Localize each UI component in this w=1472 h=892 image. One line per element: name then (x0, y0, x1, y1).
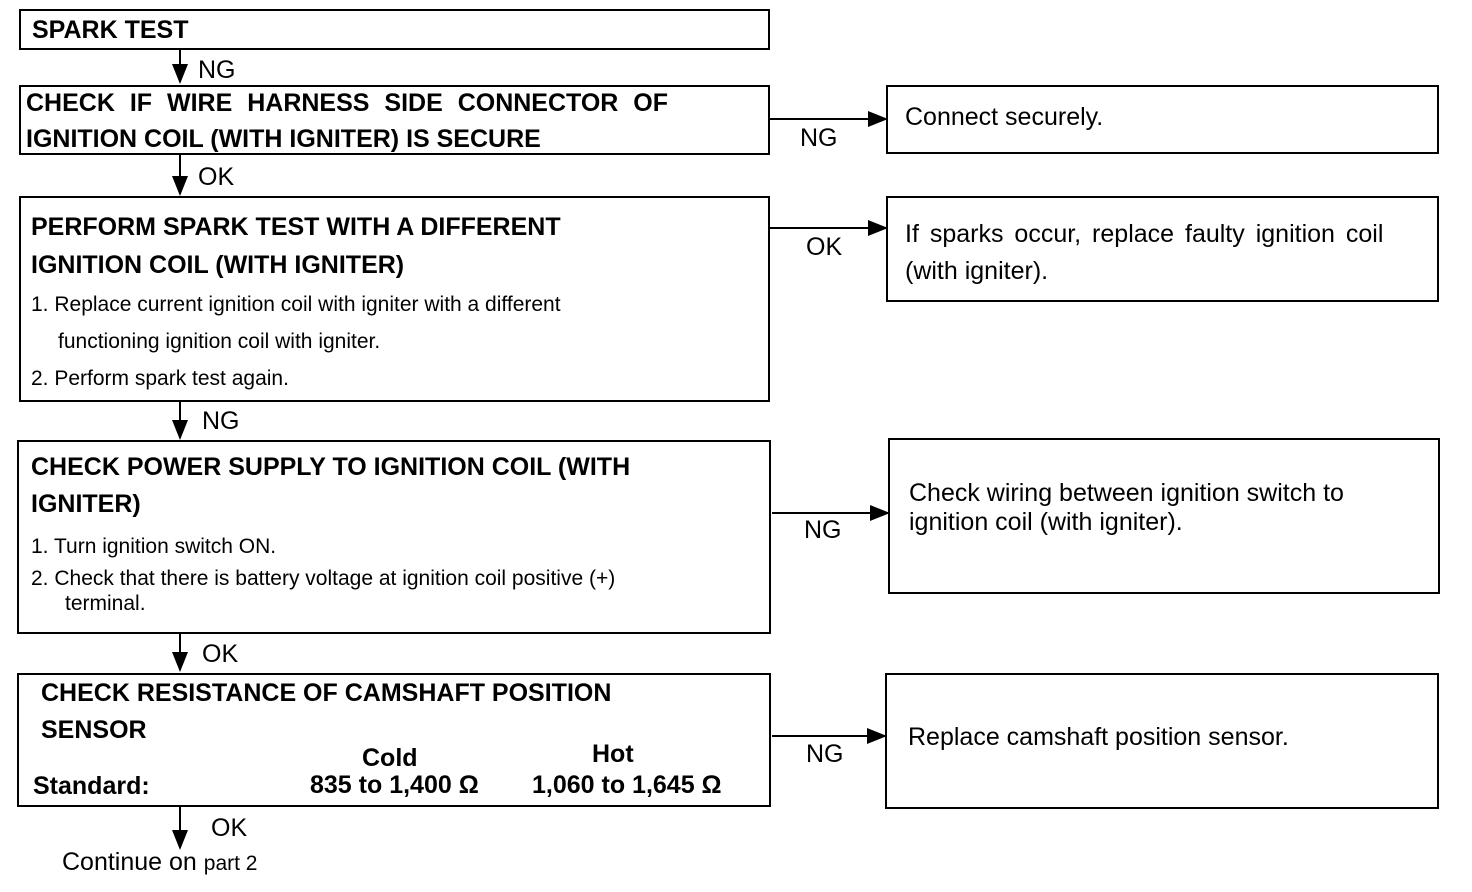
check-connector-box: CHECK IF WIRE HARNESS SIDE CONNECTOR OF … (19, 85, 770, 155)
ok-side-label-2: OK (806, 233, 843, 261)
perform-spark-title-line2: IGNITION COIL (WITH IGNITER) (31, 251, 405, 279)
ng-side-label-3: NG (804, 516, 842, 544)
check-connector-title-line1: CHECK IF WIRE HARNESS SIDE CONNECTOR OF (26, 89, 669, 117)
ok-label-2: OK (202, 640, 239, 668)
ok-label-3: OK (211, 814, 248, 842)
check-wiring-box: Check wiring between ignition switch to … (888, 438, 1440, 594)
perform-spark-step1-line2: functioning ignition coil with igniter. (58, 330, 381, 353)
check-power-supply-box: CHECK POWER SUPPLY TO IGNITION COIL (WIT… (17, 440, 771, 634)
resistance-title-line2: SENSOR (41, 716, 147, 744)
ng-label-2: NG (202, 407, 240, 435)
ng-side-label-1: NG (800, 124, 838, 152)
resistance-title-line1: CHECK RESISTANCE OF CAMSHAFT POSITION (41, 679, 612, 707)
connect-securely-text: Connect securely. (905, 103, 1104, 131)
power-supply-step1: 1. Turn ignition switch ON. (31, 535, 277, 558)
check-wiring-text-line1: Check wiring between ignition switch to (909, 479, 1344, 507)
replace-coil-text-line1: If sparks occur, replace faulty ignition… (905, 220, 1384, 248)
resistance-cold-value: 835 to 1,400 Ω (310, 771, 479, 799)
check-wiring-text-line2: ignition coil (with igniter). (909, 508, 1183, 536)
continue-part-text: part 2 (203, 852, 258, 875)
ng-label-1: NG (198, 56, 236, 84)
power-supply-step2-line2: terminal. (65, 592, 146, 615)
resistance-standard-label: Standard: (33, 772, 150, 800)
perform-spark-title-line1: PERFORM SPARK TEST WITH A DIFFERENT (31, 213, 561, 241)
spark-test-title: SPARK TEST (32, 16, 189, 44)
replace-coil-text-line2: (with igniter). (905, 257, 1049, 285)
power-supply-step2-line1: 2. Check that there is battery voltage a… (31, 567, 616, 590)
resistance-hot-value: 1,060 to 1,645 Ω (532, 771, 722, 799)
resistance-hot-header: Hot (592, 740, 634, 768)
perform-spark-test-box: PERFORM SPARK TEST WITH A DIFFERENT IGNI… (19, 196, 770, 402)
replace-coil-box: If sparks occur, replace faulty ignition… (886, 196, 1439, 302)
continue-text: Continue on (62, 848, 197, 876)
ng-side-label-4: NG (806, 740, 844, 768)
continue-on: Continue on part 2 (62, 848, 257, 877)
check-connector-title-line2: IGNITION COIL (WITH IGNITER) IS SECURE (26, 125, 541, 153)
ok-label-1: OK (198, 163, 235, 191)
connect-securely-box: Connect securely. (886, 85, 1439, 154)
check-resistance-box: CHECK RESISTANCE OF CAMSHAFT POSITION SE… (17, 673, 771, 807)
power-supply-title-line2: IGNITER) (31, 490, 141, 518)
power-supply-title-line1: CHECK POWER SUPPLY TO IGNITION COIL (WIT… (31, 453, 631, 481)
perform-spark-step1-line1: 1. Replace current ignition coil with ig… (31, 293, 561, 316)
perform-spark-step2: 2. Perform spark test again. (31, 367, 289, 390)
spark-test-box: SPARK TEST (19, 9, 770, 50)
replace-sensor-box: Replace camshaft position sensor. (885, 673, 1439, 809)
resistance-cold-header: Cold (362, 744, 418, 772)
replace-sensor-text: Replace camshaft position sensor. (908, 723, 1289, 751)
